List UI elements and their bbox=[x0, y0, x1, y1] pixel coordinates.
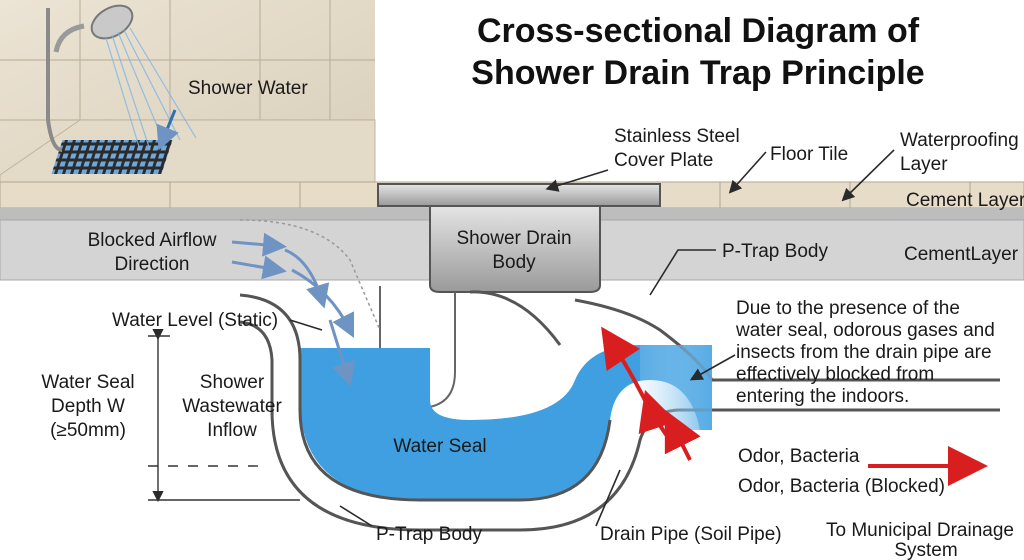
municipal-label-2: System bbox=[894, 540, 957, 560]
odor-label-1: Odor, Bacteria bbox=[738, 446, 860, 467]
floor-tile-label: Floor Tile bbox=[770, 144, 848, 165]
waterproofing-label-1: Waterproofing bbox=[900, 130, 1019, 151]
municipal-label-1: To Municipal Drainage bbox=[826, 520, 1014, 541]
blocked-airflow-label-1: Blocked Airflow bbox=[88, 230, 217, 251]
cover-plate-label-2: Cover Plate bbox=[614, 150, 713, 171]
seal-depth-label-1: Water Seal bbox=[41, 372, 134, 393]
odor-arrows bbox=[601, 326, 988, 486]
seal-depth-dimension bbox=[148, 329, 300, 503]
inflow-label-3: Inflow bbox=[207, 420, 257, 441]
note-line-3: insects from the drain pipe are bbox=[736, 342, 992, 363]
shower-water-arrow-icon bbox=[156, 109, 179, 151]
p-trap-lower-wall bbox=[239, 320, 1000, 532]
shower-water-label: Shower Water bbox=[188, 78, 308, 99]
shower-head-icon bbox=[46, 4, 134, 152]
cement-layer-bottom-label: CementLayer bbox=[904, 244, 1019, 265]
note-line-2: water seal, odorous gases and bbox=[735, 320, 995, 341]
odor-label-2: Odor, Bacteria (Blocked) bbox=[738, 476, 945, 497]
water-seal-label: Water Seal bbox=[393, 436, 486, 457]
seal-depth-label-2: Depth W bbox=[51, 396, 125, 417]
water-seal-fill bbox=[300, 345, 712, 500]
floor-grate-icon bbox=[51, 140, 173, 174]
drain-body-label-2: Body bbox=[492, 252, 536, 273]
drain-pipe-label: Drain Pipe (Soil Pipe) bbox=[600, 524, 782, 545]
cement-layer-top-label: Cement Layer bbox=[906, 190, 1024, 211]
note-line-1: Due to the presence of the bbox=[736, 298, 960, 319]
p-trap-outer-wall bbox=[239, 293, 612, 502]
ptrap-body-top-label: P-Trap Body bbox=[722, 241, 828, 262]
inflow-label-1: Shower bbox=[200, 372, 265, 393]
note-line-5: entering the indoors. bbox=[736, 386, 909, 407]
inflow-label-2: Wastewater bbox=[182, 396, 282, 417]
water-level-label: Water Level (Static) bbox=[112, 310, 278, 331]
drain-body-label-1: Shower Drain bbox=[456, 228, 571, 249]
shower-drain-body bbox=[377, 183, 661, 410]
ptrap-body-bottom-label: P-Trap Body bbox=[376, 524, 482, 545]
note-line-4: effectively blocked from bbox=[736, 364, 934, 385]
seal-depth-label-3: (≥50mm) bbox=[50, 420, 126, 441]
leader-lines bbox=[289, 149, 895, 527]
diagram-title-line1: Cross-sectional Diagram of bbox=[477, 12, 920, 50]
cover-plate-label-1: Stainless Steel bbox=[614, 126, 740, 147]
blocked-airflow-label-2: Direction bbox=[115, 254, 190, 275]
blocked-airflow-arrows bbox=[231, 232, 356, 387]
p-trap bbox=[239, 219, 1000, 532]
waterproofing-label-2: Layer bbox=[900, 154, 948, 175]
diagram-title-line2: Shower Drain Trap Principle bbox=[471, 54, 924, 92]
